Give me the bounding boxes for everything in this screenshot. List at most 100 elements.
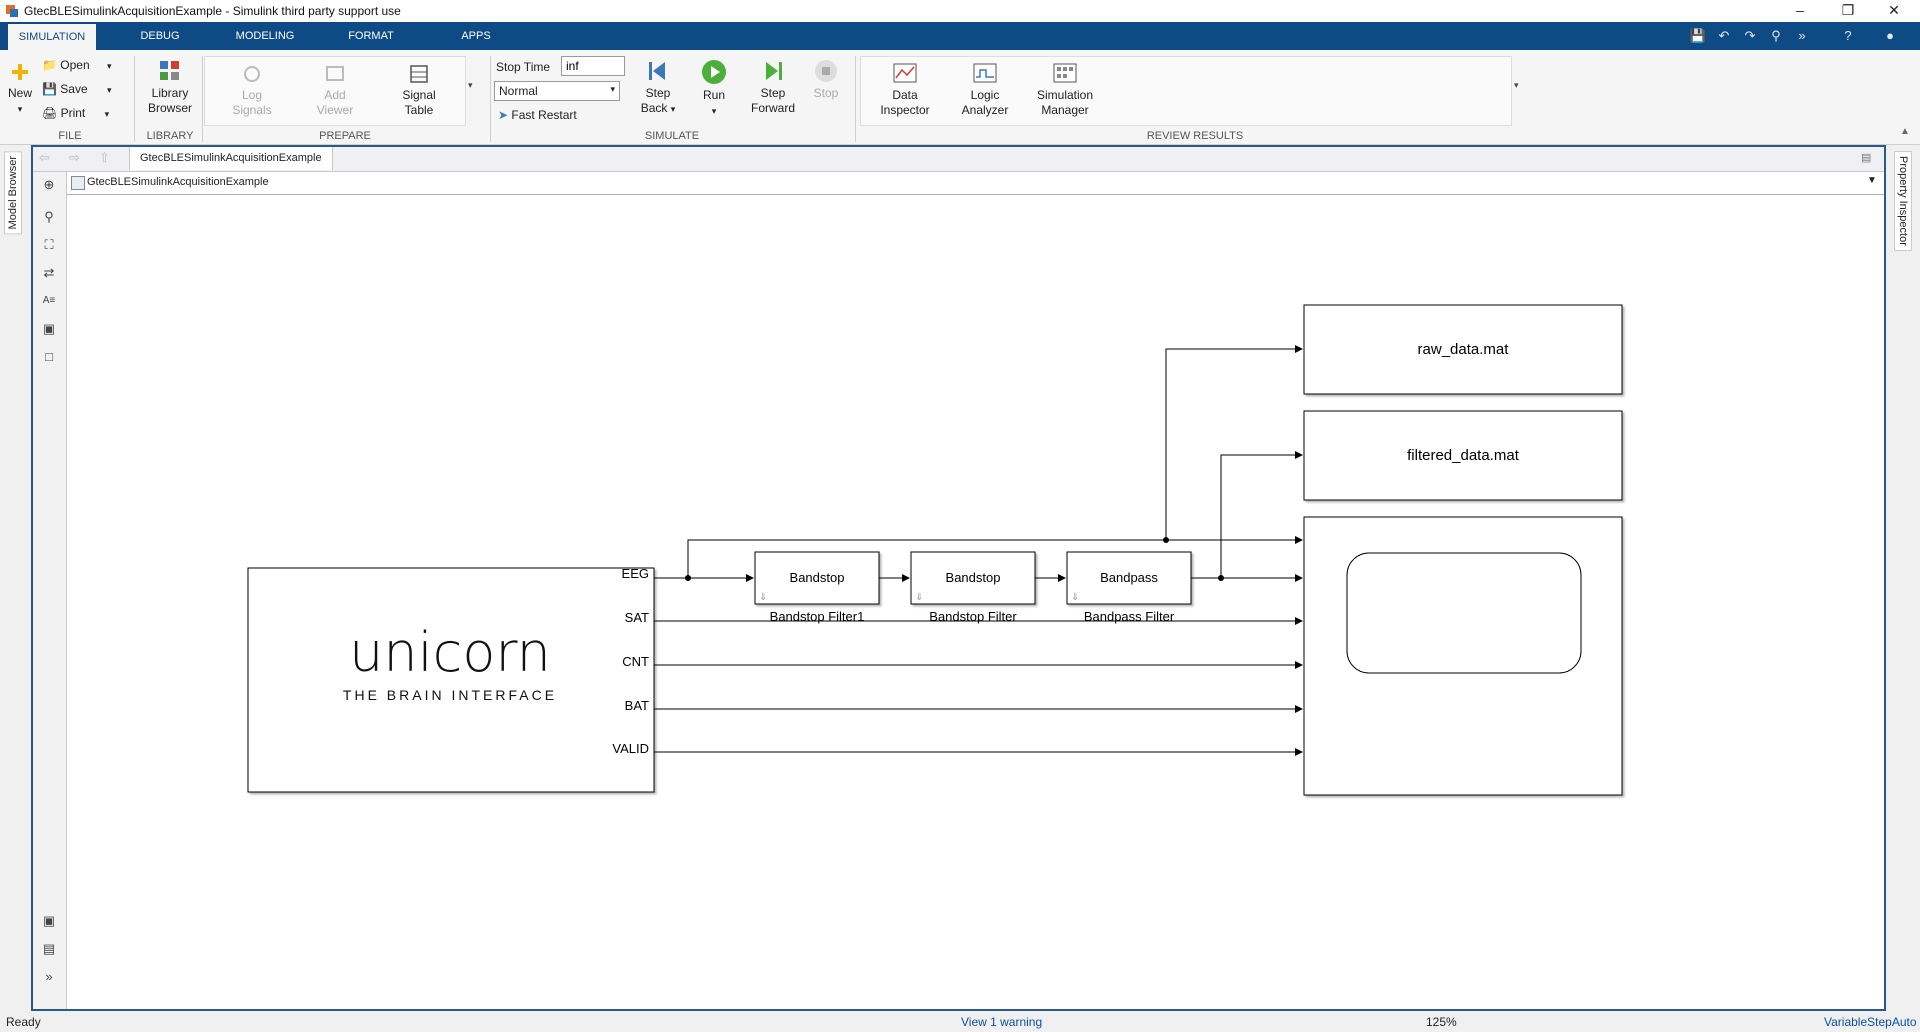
address-dropdown-icon[interactable]: ▼ xyxy=(1867,175,1877,186)
property-list-icon[interactable]: ▤ xyxy=(42,941,56,956)
forward-icon[interactable]: ⇨ xyxy=(69,150,80,165)
tool-palette: ⊕ ⚲ ⛶ ⇄ A≡ ▣ □ ▣ ▤ » xyxy=(33,172,67,1009)
breadcrumb[interactable]: GtecBLESimulinkAcquisitionExample xyxy=(87,176,269,188)
warning-link[interactable]: View 1 warning xyxy=(961,1015,1043,1029)
back-icon[interactable]: ⇦ xyxy=(39,150,50,165)
close-icon[interactable]: ✕ xyxy=(1888,2,1900,18)
simulation-manager-icon xyxy=(1053,63,1077,83)
model-tab[interactable]: GtecBLESimulinkAcquisitionExample xyxy=(129,147,333,170)
run-button[interactable]: Run▾ xyxy=(694,58,734,119)
unicorn-source-block[interactable]: unicorn THE BRAIN INTERFACE EEG SAT CNT … xyxy=(247,566,655,793)
signal-table-icon xyxy=(410,65,428,83)
collapse-ribbon-icon[interactable]: ▲ xyxy=(1900,126,1910,137)
unicorn-logo: unicorn xyxy=(349,621,551,684)
scope-subsystem-block[interactable] xyxy=(1303,516,1623,796)
tab-debug[interactable]: DEBUG xyxy=(140,30,180,42)
up-icon[interactable]: ⇧ xyxy=(99,150,110,165)
model-icon xyxy=(71,176,85,190)
more-tools-icon[interactable]: » xyxy=(45,969,53,984)
add-viewer-icon xyxy=(326,66,344,81)
divider xyxy=(202,56,203,142)
model-editor: ⇦ ⇨ ⇧ GtecBLESimulinkAcquisitionExample … xyxy=(31,145,1886,1011)
new-icon xyxy=(12,64,28,80)
solver-link[interactable]: VariableStepAuto xyxy=(1824,1015,1917,1029)
screenshot-icon[interactable]: ▣ xyxy=(42,913,56,928)
simulink-app-icon xyxy=(6,5,18,17)
raw-data-file-block[interactable]: raw_data.mat xyxy=(1303,304,1623,395)
branch-points xyxy=(685,537,1224,581)
stop-icon xyxy=(815,60,837,82)
zoom-level: 125% xyxy=(1426,1015,1457,1029)
section-prepare: PREPARE xyxy=(319,130,371,142)
property-inspector-tab[interactable]: Property Inspector xyxy=(1894,151,1912,251)
new-button[interactable]: New▾ xyxy=(4,60,36,117)
new-label: New xyxy=(7,86,32,100)
open-button[interactable]: 📁 Open ▾ xyxy=(42,58,112,72)
explorer-bar-icon[interactable]: ▤ xyxy=(1861,152,1872,164)
display-area xyxy=(1346,552,1582,674)
signal-lines xyxy=(654,345,1303,756)
status-text: Ready xyxy=(6,1015,41,1029)
save-button[interactable]: 💾 Save ▾ xyxy=(42,82,112,96)
tab-format[interactable]: FORMAT xyxy=(348,30,394,42)
model-browser-tab[interactable]: Model Browser xyxy=(4,151,22,235)
sink-text: raw_data.mat xyxy=(1418,341,1510,358)
print-button[interactable]: 🖨 Print ▾ xyxy=(42,106,110,120)
undo-icon[interactable]: ↶ xyxy=(1718,28,1730,43)
port-valid: VALID xyxy=(612,741,649,756)
bandstop-filter1-block[interactable]: Bandstop ⇓ Bandstop Filter1 xyxy=(754,551,880,624)
port-bat: BAT xyxy=(625,698,649,713)
right-side-strip: Property Inspector xyxy=(1888,145,1920,1011)
hide-explorer-icon[interactable]: ⊕ xyxy=(43,177,55,192)
address-bar: GtecBLESimulinkAcquisitionExample ▼ xyxy=(67,172,1884,195)
sink-text: filtered_data.mat xyxy=(1407,447,1520,464)
signal-arrows-icon[interactable]: ⇄ xyxy=(43,265,55,280)
port-cnt: CNT xyxy=(622,654,649,669)
save-quick-icon[interactable]: 💾 xyxy=(1689,28,1707,43)
section-library: LIBRARY xyxy=(146,130,194,142)
save-icon: 💾 xyxy=(42,82,57,96)
prepare-expand-icon[interactable]: ▾ xyxy=(468,80,473,90)
image-icon[interactable]: ▣ xyxy=(42,321,56,336)
section-file: FILE xyxy=(58,130,82,142)
bandstop-filter-block[interactable]: Bandstop ⇓ Bandstop Filter xyxy=(910,551,1036,624)
fast-restart-button[interactable]: ➤ Fast Restart xyxy=(498,108,577,122)
unicorn-tagline: THE BRAIN INTERFACE xyxy=(343,687,557,703)
fit-to-view-icon[interactable]: ⛶ xyxy=(44,237,54,252)
area-icon[interactable]: □ xyxy=(45,349,53,364)
data-inspector-icon xyxy=(893,63,917,83)
minimize-icon[interactable]: – xyxy=(1796,2,1804,18)
redo-icon[interactable]: ↷ xyxy=(1744,28,1756,43)
search-icon[interactable]: ⚲ xyxy=(1771,28,1781,43)
tab-modeling[interactable]: MODELING xyxy=(235,30,295,42)
library-browser-button[interactable]: Library Browser xyxy=(145,58,195,116)
restore-icon[interactable]: ❐ xyxy=(1841,2,1855,18)
block-diagram: unicorn THE BRAIN INTERFACE EEG SAT CNT … xyxy=(247,304,1623,796)
zoom-icon[interactable]: ⚲ xyxy=(44,209,54,224)
help-icon[interactable]: ? xyxy=(1844,28,1852,43)
review-expand-icon[interactable]: ▾ xyxy=(1514,80,1519,90)
tab-apps[interactable]: APPS xyxy=(461,30,491,42)
diagram-canvas[interactable]: unicorn THE BRAIN INTERFACE EEG SAT CNT … xyxy=(67,195,1884,1009)
bandpass-filter-block[interactable]: Bandpass ⇓ Bandpass Filter xyxy=(1066,551,1192,624)
block-name: Bandstop Filter1 xyxy=(770,609,865,624)
tab-simulation[interactable]: SIMULATION xyxy=(8,22,96,50)
simulation-mode-select[interactable]: Normal▾ xyxy=(494,81,620,101)
port-sat: SAT xyxy=(625,610,649,625)
fast-restart-icon: ➤ xyxy=(498,108,509,122)
annotation-icon[interactable]: A≡ xyxy=(42,295,56,306)
svg-text:⇓: ⇓ xyxy=(915,592,923,603)
filtered-data-file-block[interactable]: filtered_data.mat xyxy=(1303,410,1623,501)
stop-time-input[interactable] xyxy=(561,56,625,76)
options-icon[interactable]: ● xyxy=(1886,28,1894,43)
collapse-icon[interactable]: » xyxy=(1798,28,1806,43)
stop-button[interactable]: Stop xyxy=(808,58,844,101)
